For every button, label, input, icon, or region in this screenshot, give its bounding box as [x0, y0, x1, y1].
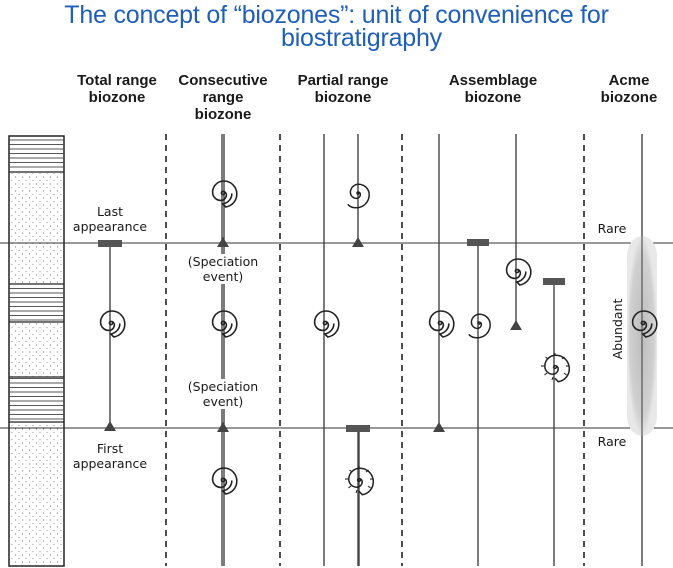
heading-assemblage: Assemblage biozone [448, 72, 538, 106]
heading-consecutive-range: Consecutive range biozone [178, 72, 268, 123]
zone-boundaries [0, 242, 673, 429]
label-speciation-lower: (Speciation event) [178, 379, 268, 409]
heading-total-range: Total range biozone [77, 72, 157, 106]
last-appearance-bar-icon [98, 239, 565, 432]
label-last-appearance: Last appearance [70, 204, 150, 234]
label-rare-upper: Rare [592, 221, 632, 236]
label-abundant: Abundant [610, 298, 625, 360]
label-speciation-upper: (Speciation event) [178, 254, 268, 284]
label-first-appearance: First appearance [70, 441, 150, 471]
range-lines [109, 134, 643, 566]
slide-title-line1: The concept of “biozones”: unit of conve… [64, 1, 609, 29]
label-rare-lower: Rare [592, 434, 632, 449]
heading-partial-range: Partial range biozone [297, 72, 389, 106]
column-dividers [165, 134, 585, 566]
heading-acme: Acme biozone [600, 72, 658, 106]
stratigraphic-column [8, 135, 65, 567]
slide-title-line2: biostratigraphy [281, 24, 442, 52]
ammonite-icon [99, 180, 658, 496]
